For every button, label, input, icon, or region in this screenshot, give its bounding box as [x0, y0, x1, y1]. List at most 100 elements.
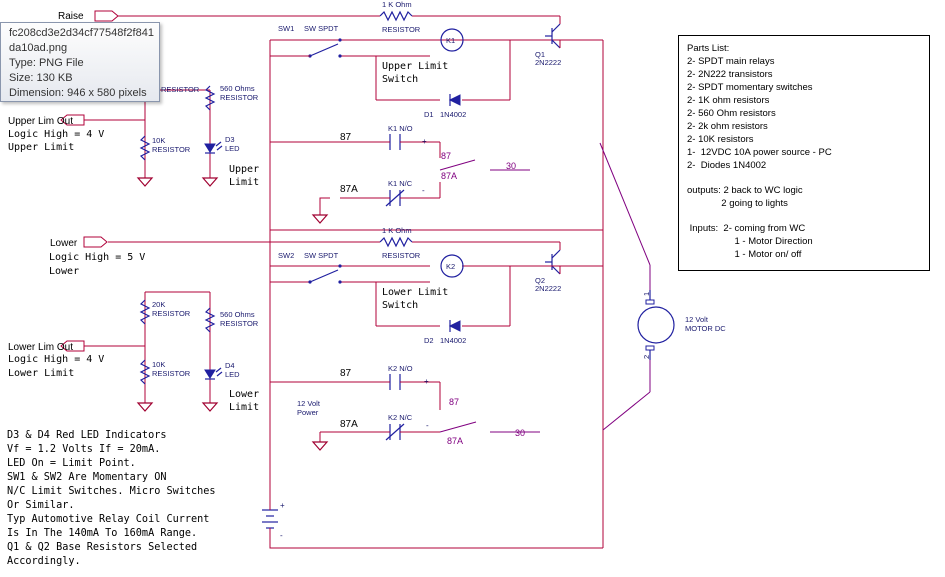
r1k-top-value: 1 K Ohm [382, 0, 412, 9]
raise-label: Raise [58, 11, 84, 22]
resistor-1k-lower [379, 236, 413, 248]
k1-plus: + [422, 137, 427, 146]
r10k-lower-value: 10K [152, 360, 165, 369]
k2-nc-label: K2 N/C [388, 413, 413, 422]
parts-list-item: 2- SPDT momentary switches [687, 82, 813, 93]
lower-led-label-2: Limit [229, 402, 259, 413]
q1-label: Q1 [535, 50, 545, 59]
upper-led-label-2: Limit [229, 177, 259, 188]
resistor-1k-top [379, 10, 413, 22]
tooltip-type: Type: PNG File [9, 57, 84, 69]
inputs-line-2: 1 - Motor Direction [687, 236, 813, 247]
q2-label: Q2 [535, 276, 545, 285]
partial-resistor-label: RESISTOR [161, 85, 200, 94]
k2-pin87a: 87A [447, 436, 463, 446]
r560-upper-value: 560 Ohms [220, 84, 255, 93]
motor-label-2: MOTOR DC [685, 324, 726, 333]
sw2-switch [308, 264, 342, 284]
outputs-line-1: outputs: 2 back to WC logic [687, 185, 803, 196]
inputs-line-3: 1 - Motor on/ off [687, 249, 802, 260]
sw1-type-label: SW SPDT [304, 24, 339, 33]
lower-limit-switch-1: Lower Limit [382, 287, 448, 298]
sw1-switch [270, 38, 342, 58]
sw2-type-label: SW SPDT [304, 251, 339, 260]
d2-label: D2 [424, 336, 434, 345]
battery-symbol [262, 495, 278, 540]
r560-upper-label: RESISTOR [220, 93, 259, 102]
note-line: Or Similar. [7, 500, 75, 511]
motor-label-1: 12 Volt [685, 315, 709, 324]
resistor-20k [139, 299, 151, 325]
note-line: D3 & D4 Red LED Indicators [7, 430, 167, 441]
k1-no-label: K1 N/O [388, 124, 413, 133]
upper-lim-out-label: Upper Lim Out [8, 116, 73, 127]
r10k-upper-label: RESISTOR [152, 145, 191, 154]
power-label-2: Power [297, 408, 319, 417]
r20k-value: 20K [152, 300, 165, 309]
k2-pin30: 30 [515, 428, 525, 438]
logic-upper-1: Logic High = 4 V [8, 129, 104, 140]
lower-label: Lower [50, 238, 78, 249]
note-line: Vf = 1.2 Volts If = 20mA. [7, 444, 161, 455]
logic-lowerlim-2: Lower Limit [8, 368, 74, 379]
k1-pin87: 87 [441, 151, 451, 161]
motor-wires [439, 142, 651, 433]
d4-label: D4 [225, 361, 235, 370]
k1-pin87a: 87A [441, 171, 457, 181]
r560-lower-value: 560 Ohms [220, 310, 255, 319]
logic-upper-2: Upper Limit [8, 142, 74, 153]
logic-lower-1: Logic High = 5 V [49, 252, 145, 263]
parts-list-item: 2- 2N222 transistors [687, 69, 773, 80]
d3-led [204, 141, 223, 154]
k2-no-contact [380, 374, 410, 390]
logic-lower-2: Lower [49, 266, 79, 277]
inputs-line-1: Inputs: 2- coming from WC [687, 223, 806, 234]
parts-list-item: 2- Diodes 1N4002 [687, 160, 767, 171]
parts-list-item: 2- 10K resistors [687, 134, 754, 145]
power-label-1: 12 Volt [297, 399, 321, 408]
logic-lowerlim-1: Logic High = 4 V [8, 354, 104, 365]
k1-pin30: 30 [506, 161, 516, 171]
tooltip-dimension: Dimension: 946 x 580 pixels [9, 87, 147, 99]
resistor-560-upper [204, 85, 216, 111]
k1-minus: - [422, 186, 425, 195]
r10k-lower-label: RESISTOR [152, 369, 191, 378]
tooltip-filename-1: fc208cd3e2d34cf77548f2f841 [9, 27, 154, 39]
note-line: LED On = Limit Point. [7, 458, 136, 469]
parts-list-box: Parts List: 2- SPDT main relays 2- 2N222… [678, 35, 930, 271]
note-line: N/C Limit Switches. Micro Switches [7, 486, 216, 497]
upper-limit-switch-2: Switch [382, 74, 418, 85]
note-line: Typ Automotive Relay Coil Current [7, 514, 210, 525]
r560-lower-label: RESISTOR [220, 319, 259, 328]
sw1-label: SW1 [278, 24, 294, 33]
note-line: SW1 & SW2 Are Momentary ON [7, 472, 167, 483]
tooltip-size: Size: 130 KB [9, 72, 73, 84]
d4-type: LED [225, 370, 240, 379]
k2-87a-left: 87A [340, 419, 358, 430]
d1-label: D1 [424, 110, 434, 119]
parts-list-item: 2- 1K ohm resistors [687, 95, 770, 106]
k2-nc-contact [380, 423, 410, 441]
k2-pin87: 87 [449, 397, 459, 407]
d3-label: D3 [225, 135, 235, 144]
k1-87-label: 87 [340, 132, 352, 143]
k2-minus: - [426, 421, 429, 430]
battery-minus: - [280, 531, 283, 540]
sw2-label: SW2 [278, 251, 294, 260]
k1-87a-left: 87A [340, 184, 358, 195]
parts-list-item: 2- SPDT main relays [687, 56, 775, 67]
resistor-10k-lower [139, 359, 151, 385]
parts-list-title: Parts List: [687, 43, 730, 54]
d1-part: 1N4002 [440, 110, 466, 119]
k2-87-label: 87 [340, 368, 352, 379]
d1-diode [448, 94, 461, 106]
main-wires [84, 15, 604, 549]
file-info-tooltip: fc208cd3e2d34cf77548f2f841 da10ad.png Ty… [0, 22, 160, 102]
upper-led-label-1: Upper [229, 164, 259, 175]
k2-plus: + [424, 377, 429, 386]
k2-no-label: K2 N/O [388, 364, 413, 373]
note-line: Is In The 140mA To 160mA Range. [7, 528, 198, 539]
d3-type: LED [225, 144, 240, 153]
r1k-lower-value: 1 K Ohm [382, 226, 412, 235]
